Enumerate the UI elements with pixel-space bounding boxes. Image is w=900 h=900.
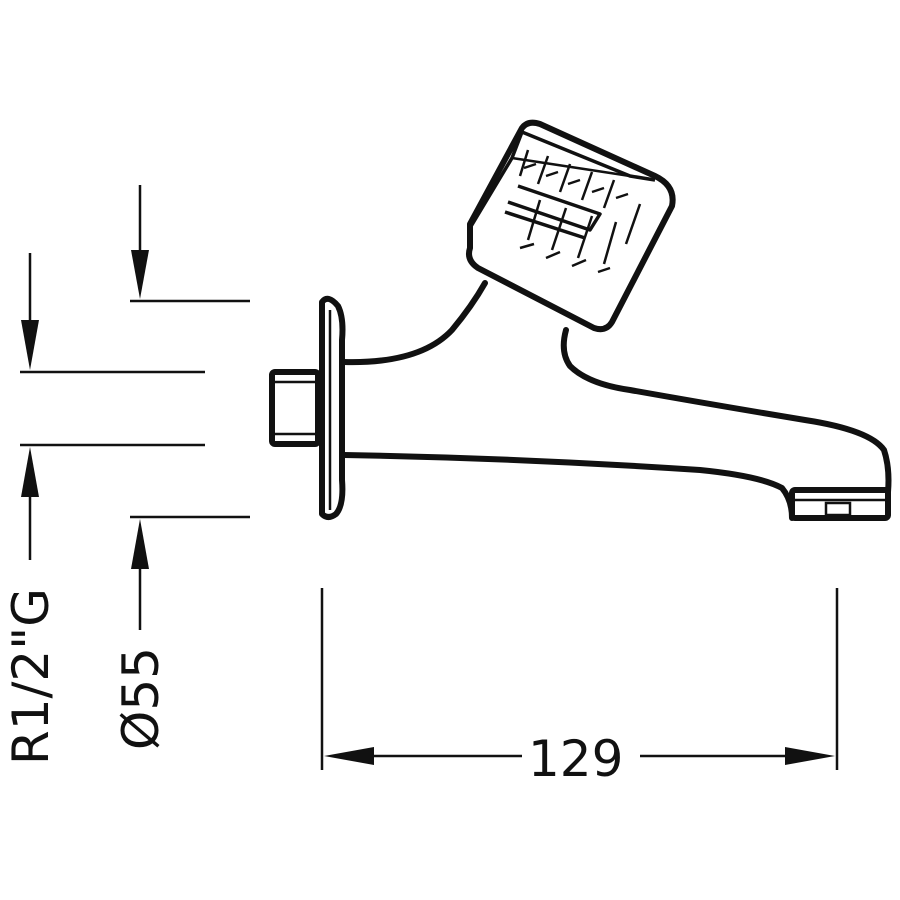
thread-dimension bbox=[20, 253, 205, 560]
faucet-outline bbox=[269, 119, 892, 521]
aerator bbox=[789, 487, 891, 521]
wall-flange bbox=[319, 295, 346, 520]
length-dimension bbox=[320, 588, 839, 770]
spout-body bbox=[341, 280, 488, 366]
handle-grooves bbox=[504, 149, 642, 274]
diameter-dimension bbox=[130, 185, 250, 630]
diameter-label: Ø55 bbox=[112, 647, 170, 750]
thread-label: R1/2"G bbox=[2, 588, 60, 765]
handle-knob bbox=[466, 119, 676, 333]
length-label: 129 bbox=[528, 730, 623, 788]
inlet-nipple bbox=[269, 369, 321, 447]
